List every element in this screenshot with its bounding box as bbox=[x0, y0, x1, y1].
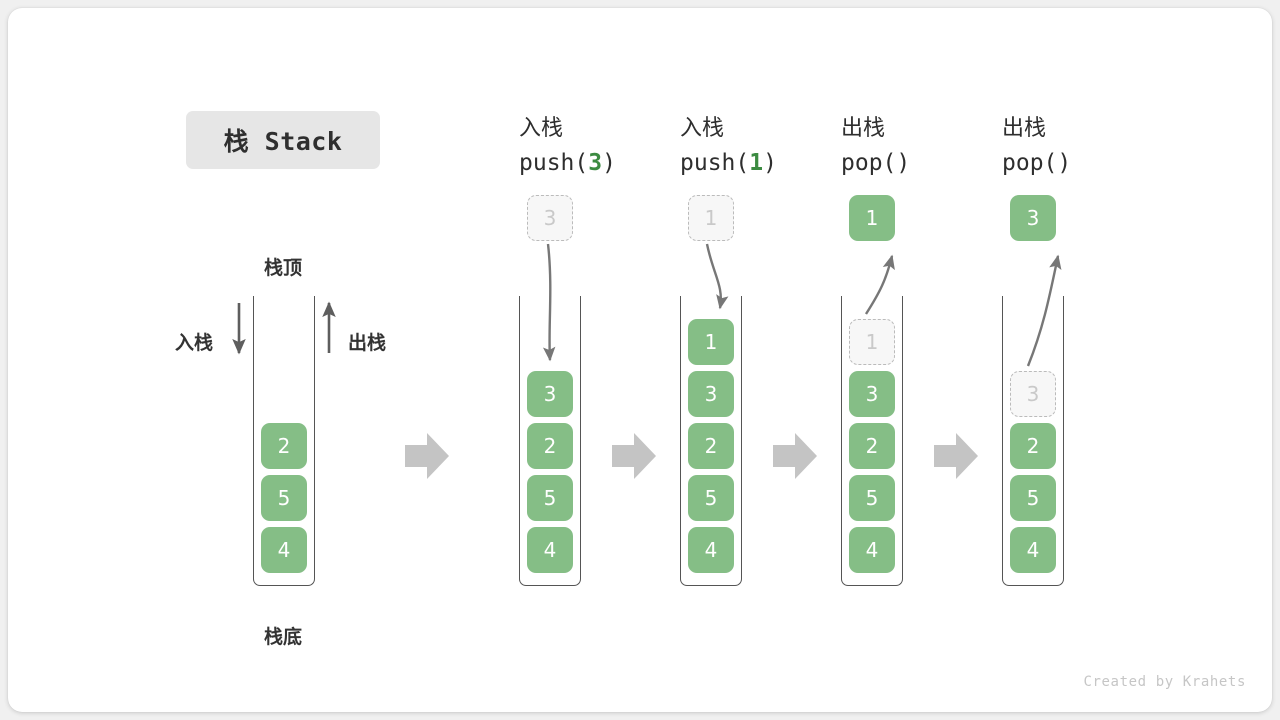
title-badge: 栈 Stack bbox=[186, 111, 380, 169]
step-arrow-icon bbox=[612, 433, 656, 479]
stack-cell: 5 bbox=[688, 475, 734, 521]
code-argument: 1 bbox=[749, 150, 764, 176]
stack-top-label: 栈顶 bbox=[264, 257, 303, 279]
stack-container-push-3 bbox=[519, 296, 581, 586]
stack-cell: 5 bbox=[527, 475, 573, 521]
column-heading-push-1: 入栈 push(1) bbox=[680, 112, 830, 180]
stack-cell: 3 bbox=[527, 371, 573, 417]
code-suffix: ) bbox=[763, 150, 777, 176]
step-arrow-icon bbox=[934, 433, 978, 479]
column-heading-cn: 入栈 bbox=[680, 116, 725, 141]
stack-cell: 3 bbox=[849, 371, 895, 417]
column-heading-pop-3: 出栈 pop() bbox=[1002, 112, 1152, 180]
footer-credit: Created by Krahets bbox=[1083, 674, 1246, 690]
stack-bottom-label: 栈底 bbox=[264, 626, 303, 648]
column-heading-cn: 出栈 bbox=[1002, 116, 1047, 141]
column-heading-cn: 入栈 bbox=[519, 116, 564, 141]
code-suffix: ) bbox=[896, 150, 911, 176]
stack-cell: 4 bbox=[261, 527, 307, 573]
pop-direction-label: 出栈 bbox=[348, 332, 387, 354]
stack-container-push-1 bbox=[680, 296, 742, 586]
stack-container-pop-3 bbox=[1002, 296, 1064, 586]
stack-cell: 4 bbox=[1010, 527, 1056, 573]
incoming-ghost-cell: 3 bbox=[527, 195, 573, 241]
stack-cell: 4 bbox=[688, 527, 734, 573]
code-suffix: ) bbox=[602, 150, 616, 176]
column-heading-code: pop() bbox=[841, 146, 991, 180]
column-heading-pop-1: 出栈 pop() bbox=[841, 112, 991, 180]
stack-cell: 4 bbox=[527, 527, 573, 573]
code-argument: 3 bbox=[588, 150, 603, 176]
diagram-stage: 栈 Stack 栈顶 栈底 入栈 出栈 入栈 push(3) 入栈 push(1… bbox=[8, 8, 1272, 712]
stack-cell: 3 bbox=[688, 371, 734, 417]
incoming-ghost-cell: 1 bbox=[688, 195, 734, 241]
stack-container-initial bbox=[253, 296, 315, 586]
code-prefix: push( bbox=[680, 150, 750, 176]
column-heading-code: push(3) bbox=[519, 146, 669, 180]
stack-cell: 5 bbox=[261, 475, 307, 521]
code-prefix: pop( bbox=[841, 150, 897, 176]
stack-cell: 2 bbox=[527, 423, 573, 469]
column-heading-code: pop() bbox=[1002, 146, 1152, 180]
column-heading-code: push(1) bbox=[680, 146, 830, 180]
popped-cell: 1 bbox=[849, 195, 895, 241]
stack-cell: 2 bbox=[849, 423, 895, 469]
column-heading-cn: 出栈 bbox=[841, 116, 886, 141]
stack-cell: 5 bbox=[849, 475, 895, 521]
stack-cell: 5 bbox=[1010, 475, 1056, 521]
popped-cell: 3 bbox=[1010, 195, 1056, 241]
stack-cell: 2 bbox=[261, 423, 307, 469]
stack-cell: 1 bbox=[688, 319, 734, 365]
stack-container-pop-1 bbox=[841, 296, 903, 586]
removed-ghost-cell: 1 bbox=[849, 319, 895, 365]
stack-cell: 2 bbox=[688, 423, 734, 469]
column-heading-push-3: 入栈 push(3) bbox=[519, 112, 669, 180]
stack-cell: 4 bbox=[849, 527, 895, 573]
code-prefix: pop( bbox=[1002, 150, 1058, 176]
stack-cell: 2 bbox=[1010, 423, 1056, 469]
push-direction-label: 入栈 bbox=[175, 332, 214, 354]
diagram-card: 栈 Stack 栈顶 栈底 入栈 出栈 入栈 push(3) 入栈 push(1… bbox=[8, 8, 1272, 712]
code-suffix: ) bbox=[1057, 150, 1072, 176]
step-arrow-icon bbox=[405, 433, 449, 479]
removed-ghost-cell: 3 bbox=[1010, 371, 1056, 417]
step-arrow-icon bbox=[773, 433, 817, 479]
code-prefix: push( bbox=[519, 150, 589, 176]
